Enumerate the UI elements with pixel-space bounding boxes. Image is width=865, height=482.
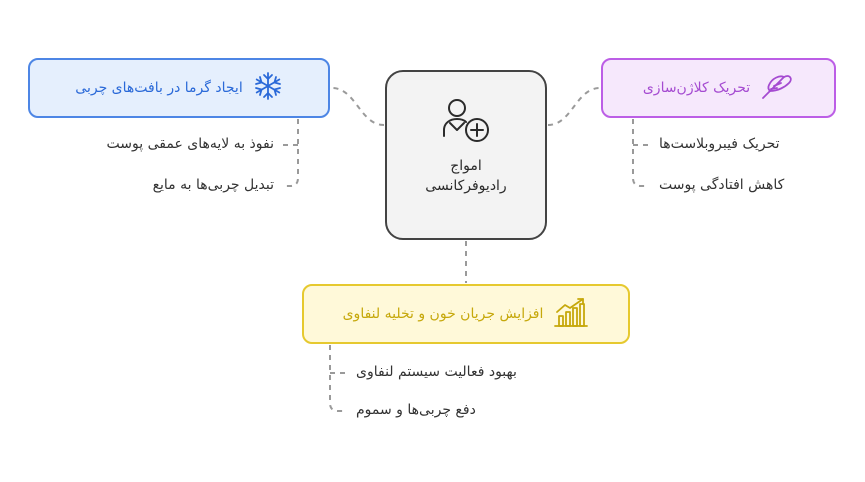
connector-fat-items [283, 119, 299, 187]
center-label: امواج رادیوفرکانسی [425, 156, 506, 196]
center-node: امواج رادیوفرکانسی [385, 70, 547, 240]
lymph-item-system: بهبود فعالیت سیستم لنفاوی [356, 364, 517, 380]
growth-chart-icon [553, 296, 589, 332]
feather-icon [760, 71, 794, 105]
collagen-item-fibroblast: تحریک فیبروبلاست‌ها [659, 136, 780, 152]
fat-item-deep-layers: نفوذ به لایه‌های عمقی پوست [106, 136, 274, 152]
branch-fat-title: ایجاد گرما در بافت‌های چربی [75, 80, 243, 96]
branch-collagen-title: تحریک کلاژن‌سازی [642, 80, 751, 96]
connector-collagen-items [632, 119, 648, 187]
branch-lymph-drainage: افزایش جریان خون و تخلیه لنفاوی [302, 284, 630, 344]
branch-fat-heating: ایجاد گرما در بافت‌های چربی [28, 58, 330, 118]
center-label-line1: امواج [450, 158, 482, 174]
snowflake-icon [253, 71, 283, 105]
center-label-line2: رادیوفرکانسی [425, 178, 507, 194]
branch-lymph-title: افزایش جریان خون و تخلیه لنفاوی [342, 306, 544, 322]
fat-item-liquefy: تبدیل چربی‌ها به مایع [152, 177, 274, 193]
connector-center-collagen [547, 87, 601, 126]
collagen-item-sagging: کاهش افتادگی پوست [659, 177, 785, 193]
person-plus-icon [440, 96, 492, 148]
branch-collagen: تحریک کلاژن‌سازی [601, 58, 836, 118]
lymph-item-toxins: دفع چربی‌ها و سموم [356, 402, 476, 418]
connector-lymph-items [329, 345, 345, 412]
connector-center-fat [331, 87, 385, 126]
